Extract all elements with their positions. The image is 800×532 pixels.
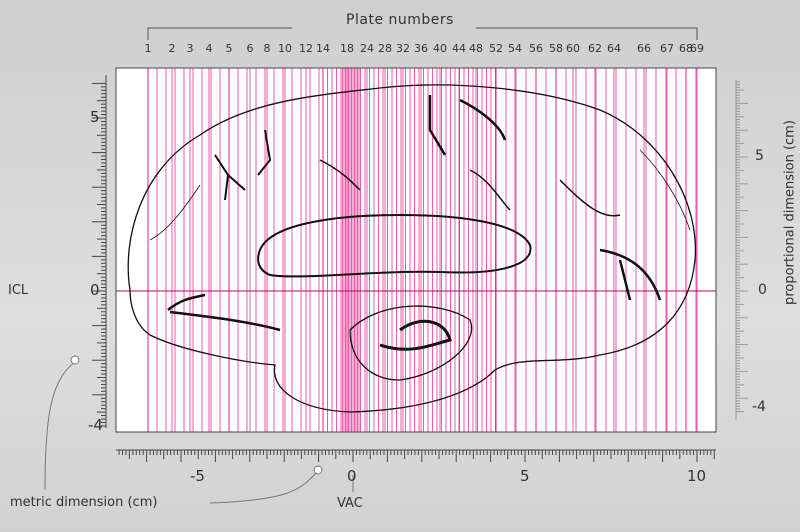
metric-handle-bottom <box>313 465 323 475</box>
metric-handle-left <box>70 355 80 365</box>
plate-label: 12 <box>299 42 313 55</box>
plate-lines <box>147 68 698 432</box>
plate-label: 3 <box>186 42 194 55</box>
plate-label: 62 <box>588 42 602 55</box>
plate-label: 67 <box>660 42 674 55</box>
plate-bracket <box>147 27 698 40</box>
proportional-dimension-label: proportional dimension (cm) <box>782 120 798 305</box>
brain-outline <box>127 84 697 413</box>
plate-label: 60 <box>566 42 580 55</box>
vac-label: VAC <box>337 496 363 511</box>
plate-label: 32 <box>396 42 410 55</box>
left-tick-0: 0 <box>90 281 100 299</box>
plate-label: 18 <box>340 42 354 55</box>
metric-dimension-label: metric dimension (cm) <box>10 495 158 510</box>
plate-label: 66 <box>637 42 651 55</box>
plate-label: 64 <box>607 42 621 55</box>
plate-label: 5 <box>225 42 233 55</box>
right-tick-neg4: -4 <box>752 399 766 415</box>
plate-label: 28 <box>378 42 392 55</box>
right-tick-5: 5 <box>755 148 764 164</box>
plate-label: 54 <box>508 42 522 55</box>
plate-label: 68 <box>679 42 693 55</box>
bottom-tick-neg5: -5 <box>190 467 205 485</box>
plate-label: 6 <box>246 42 254 55</box>
right-tick-0: 0 <box>758 282 767 298</box>
plate-label: 24 <box>360 42 374 55</box>
plate-label: 40 <box>433 42 447 55</box>
plate-label: 4 <box>205 42 213 55</box>
bottom-tick-5: 5 <box>520 467 530 485</box>
plate-label: 1 <box>144 42 152 55</box>
left-tick-5: 5 <box>90 108 100 126</box>
bottom-tick-0: 0 <box>347 467 357 485</box>
left-tick-neg4: -4 <box>88 416 103 434</box>
plate-label: 48 <box>469 42 483 55</box>
plate-label: 14 <box>316 42 330 55</box>
plate-label: 56 <box>529 42 543 55</box>
plate-label: 44 <box>452 42 466 55</box>
plate-label: 58 <box>549 42 563 55</box>
plate-label: 69 <box>690 42 704 55</box>
plate-label: 36 <box>414 42 428 55</box>
plate-label: 2 <box>168 42 176 55</box>
plate-numbers-title: Plate numbers <box>346 12 454 28</box>
bottom-tick-10: 10 <box>687 467 707 485</box>
plate-label: 10 <box>278 42 292 55</box>
plate-label: 52 <box>489 42 503 55</box>
icl-label: ICL <box>8 283 29 298</box>
plate-label: 8 <box>263 42 271 55</box>
